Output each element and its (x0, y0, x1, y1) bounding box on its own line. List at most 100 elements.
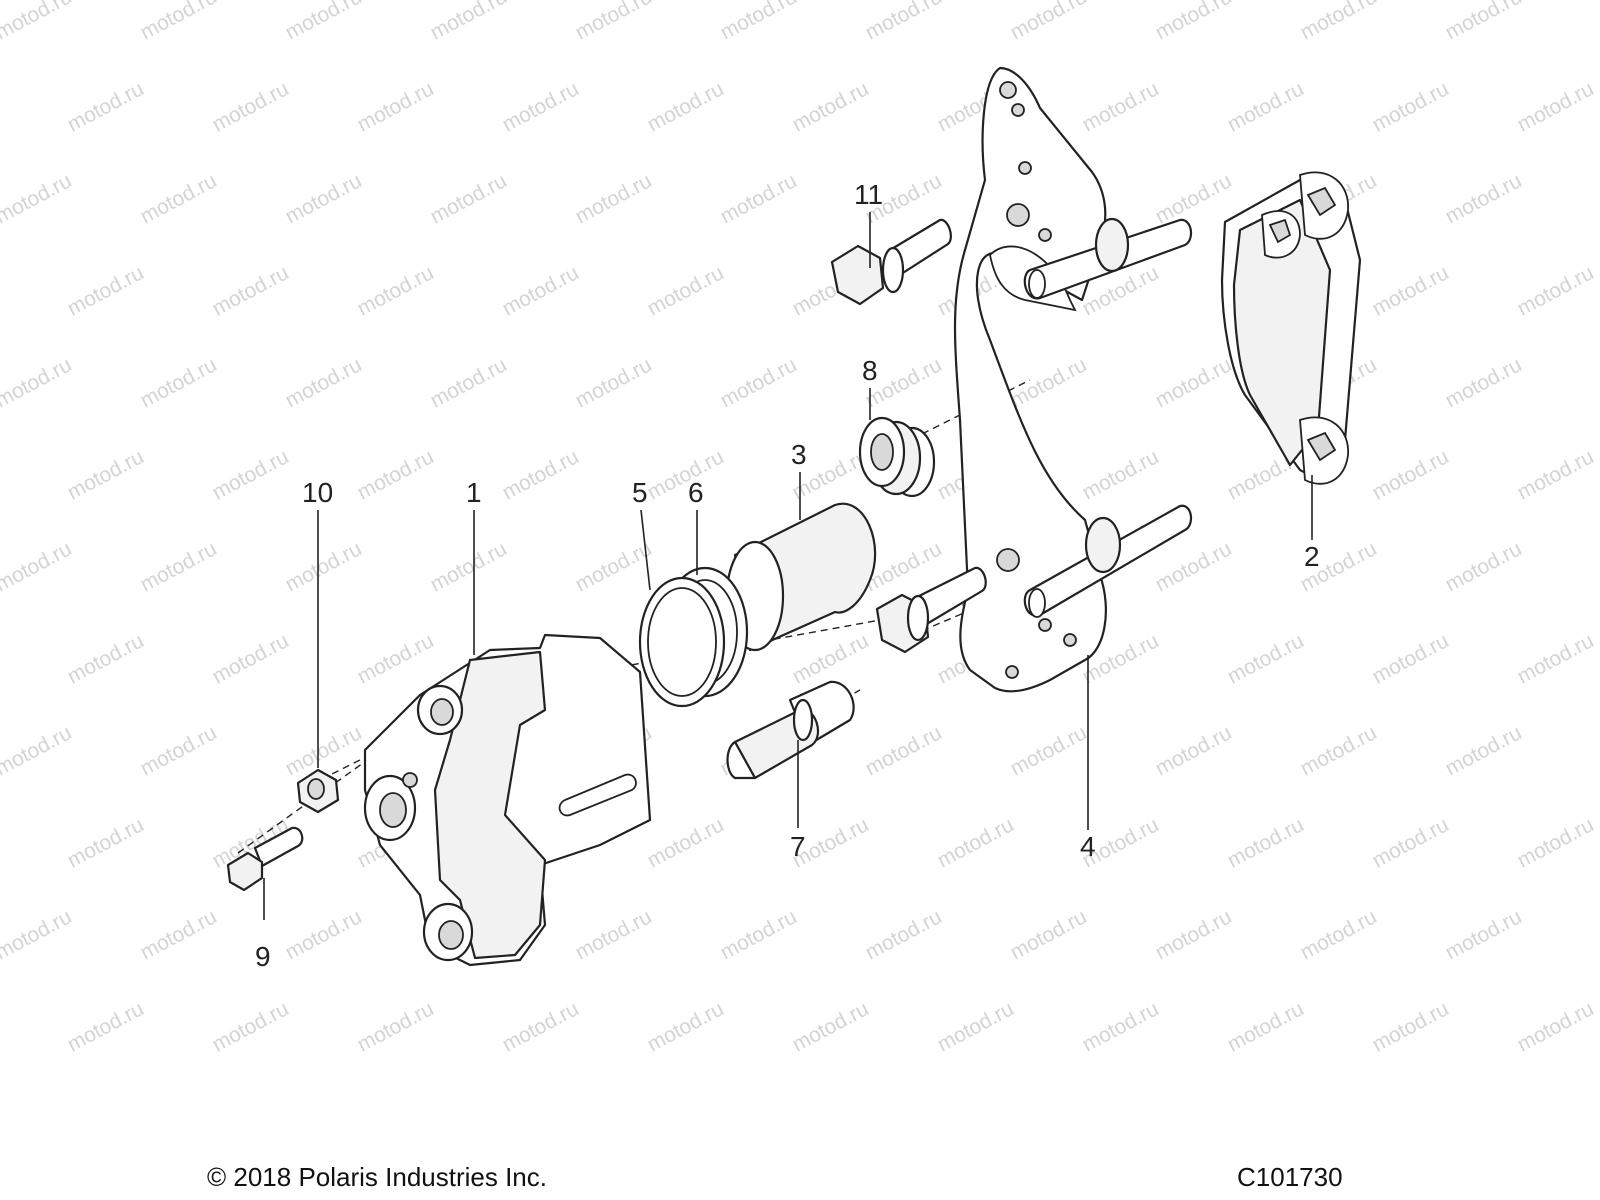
watermark-text: motod.ru (1442, 353, 1526, 412)
watermark-text: motod.ru (1369, 261, 1453, 320)
watermark-text: motod.ru (1297, 721, 1381, 780)
part-guide-pin (726, 680, 855, 780)
watermark-text: motod.ru (934, 997, 1018, 1056)
watermark-text: motod.ru (1297, 905, 1381, 964)
watermark-text: motod.ru (1369, 813, 1453, 872)
watermark-text: motod.ru (644, 997, 728, 1056)
watermark-text: motod.ru (209, 445, 293, 504)
watermark-text: motod.ru (64, 445, 148, 504)
watermark-text: motod.ru (1514, 77, 1598, 136)
watermark-text: motod.ru (1152, 537, 1236, 596)
watermark-text: motod.ru (1224, 813, 1308, 872)
part-bolt-upper (830, 218, 952, 306)
watermark-text: motod.ru (0, 813, 3, 872)
watermark-text: motod.ru (499, 261, 583, 320)
watermark-text: motod.ru (0, 721, 76, 780)
watermark-text: motod.ru (64, 629, 148, 688)
watermark-text: motod.ru (137, 905, 221, 964)
watermark-text: motod.ru (1514, 629, 1598, 688)
watermark-text: motod.ru (64, 997, 148, 1056)
callout-6: 6 (688, 477, 704, 508)
watermark-text: motod.ru (0, 445, 3, 504)
watermark-text: motod.ru (1152, 353, 1236, 412)
part-pin-boot (858, 416, 936, 498)
watermark-text: motod.ru (0, 169, 76, 228)
watermark-text: motod.ru (1369, 997, 1453, 1056)
part-seals (638, 566, 749, 708)
watermark-text: motod.ru (1152, 0, 1236, 44)
watermark-text: motod.ru (64, 77, 148, 136)
watermark-text: motod.ru (137, 353, 221, 412)
watermark-text: motod.ru (572, 537, 656, 596)
callout-labels: 10 1 5 6 3 11 8 2 4 7 9 (255, 179, 1320, 972)
watermark-text: motod.ru (427, 169, 511, 228)
watermark-text: motod.ru (354, 445, 438, 504)
watermark-text: motod.ru (789, 997, 873, 1056)
callout-9: 9 (255, 941, 271, 972)
watermark-text: motod.ru (0, 353, 76, 412)
callout-10: 10 (302, 477, 333, 508)
watermark-text: motod.ru (1152, 721, 1236, 780)
watermark-text: motod.ru (862, 0, 946, 44)
watermark-text: motod.ru (717, 169, 801, 228)
watermark-text: motod.ru (209, 629, 293, 688)
watermark-text: motod.ru (644, 445, 728, 504)
callout-4: 4 (1080, 831, 1096, 862)
part-bleeder-screw (226, 826, 304, 892)
watermark-text: motod.ru (1442, 721, 1526, 780)
watermark-text: motod.ru (1442, 169, 1526, 228)
watermark-text: motod.ru (1079, 445, 1163, 504)
watermark-text: motod.ru (354, 629, 438, 688)
callout-8: 8 (862, 355, 878, 386)
leader-lines (263, 212, 1313, 920)
watermark-text: motod.ru (209, 997, 293, 1056)
watermark-text: motod.ru (644, 261, 728, 320)
watermark-text: motod.ru (1369, 445, 1453, 504)
watermark-text: motod.ru (499, 77, 583, 136)
watermark-text: motod.ru (282, 0, 366, 44)
watermark-text: motod.ru (1007, 905, 1091, 964)
watermark-text: motod.ru (644, 813, 728, 872)
watermark-text: motod.ru (282, 537, 366, 596)
watermark-text: motod.ru (789, 629, 873, 688)
part-caliper-body (363, 633, 652, 967)
watermark-text: motod.ru (572, 169, 656, 228)
copyright-notice: © 2018 Polaris Industries Inc. (207, 1162, 547, 1192)
watermark-text: motod.ru (1079, 77, 1163, 136)
watermark-text: motod.ru (934, 813, 1018, 872)
watermark-text: motod.ru (572, 905, 656, 964)
watermark-text: motod.ru (1369, 77, 1453, 136)
watermark-text: motod.ru (1152, 905, 1236, 964)
watermark-text: motod.ru (1224, 77, 1308, 136)
watermark-text: motod.ru (862, 905, 946, 964)
watermark-text: motod.ru (282, 905, 366, 964)
part-brake-pads (1220, 171, 1362, 485)
watermark-text: motod.ru (1152, 169, 1236, 228)
watermark-text: motod.ru (572, 0, 656, 44)
watermark-text: motod.ru (1079, 997, 1163, 1056)
watermark-text: motod.ru (1007, 0, 1091, 44)
watermark-text: motod.ru (282, 721, 366, 780)
watermark-text: motod.ru (1442, 0, 1526, 44)
watermark-text: motod.ru (137, 721, 221, 780)
watermark-text: motod.ru (1007, 353, 1091, 412)
watermark-text: motod.ru (644, 77, 728, 136)
watermark-text: motod.ru (282, 353, 366, 412)
watermark-text: motod.ru (137, 537, 221, 596)
watermark-text: motod.ru (499, 997, 583, 1056)
watermark-text: motod.ru (0, 261, 3, 320)
watermark-text: motod.ru (64, 813, 148, 872)
watermark-text: motod.ru (0, 905, 76, 964)
watermark-text: motod.ru (1514, 813, 1598, 872)
callout-3: 3 (791, 439, 807, 470)
watermark-text: motod.ru (1297, 0, 1381, 44)
callout-5: 5 (632, 477, 648, 508)
part-bleeder-cap (296, 768, 340, 814)
watermark-text: motod.ru (354, 261, 438, 320)
watermark-text: motod.ru (499, 445, 583, 504)
watermark-text: motod.ru (717, 353, 801, 412)
watermark-text: motod.ru (1514, 445, 1598, 504)
part-caliper-bracket (953, 66, 1193, 693)
watermark-text: motod.ru (0, 629, 3, 688)
